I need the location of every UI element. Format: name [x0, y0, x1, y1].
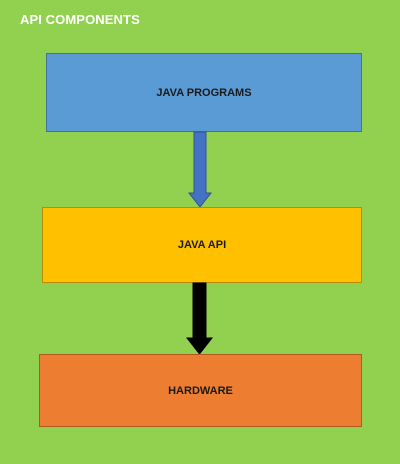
arrow-programs-to-api-shape — [187, 131, 213, 208]
hardware-box: HARDWARE — [39, 354, 362, 427]
java-programs-label: JAVA PROGRAMS — [156, 86, 252, 99]
hardware-label: HARDWARE — [168, 384, 233, 397]
java-api-box: JAVA API — [42, 207, 362, 283]
java-api-label: JAVA API — [177, 239, 227, 251]
diagram-title: API COMPONENTS — [20, 12, 140, 27]
arrow-api-to-hardware-shape — [185, 282, 214, 355]
